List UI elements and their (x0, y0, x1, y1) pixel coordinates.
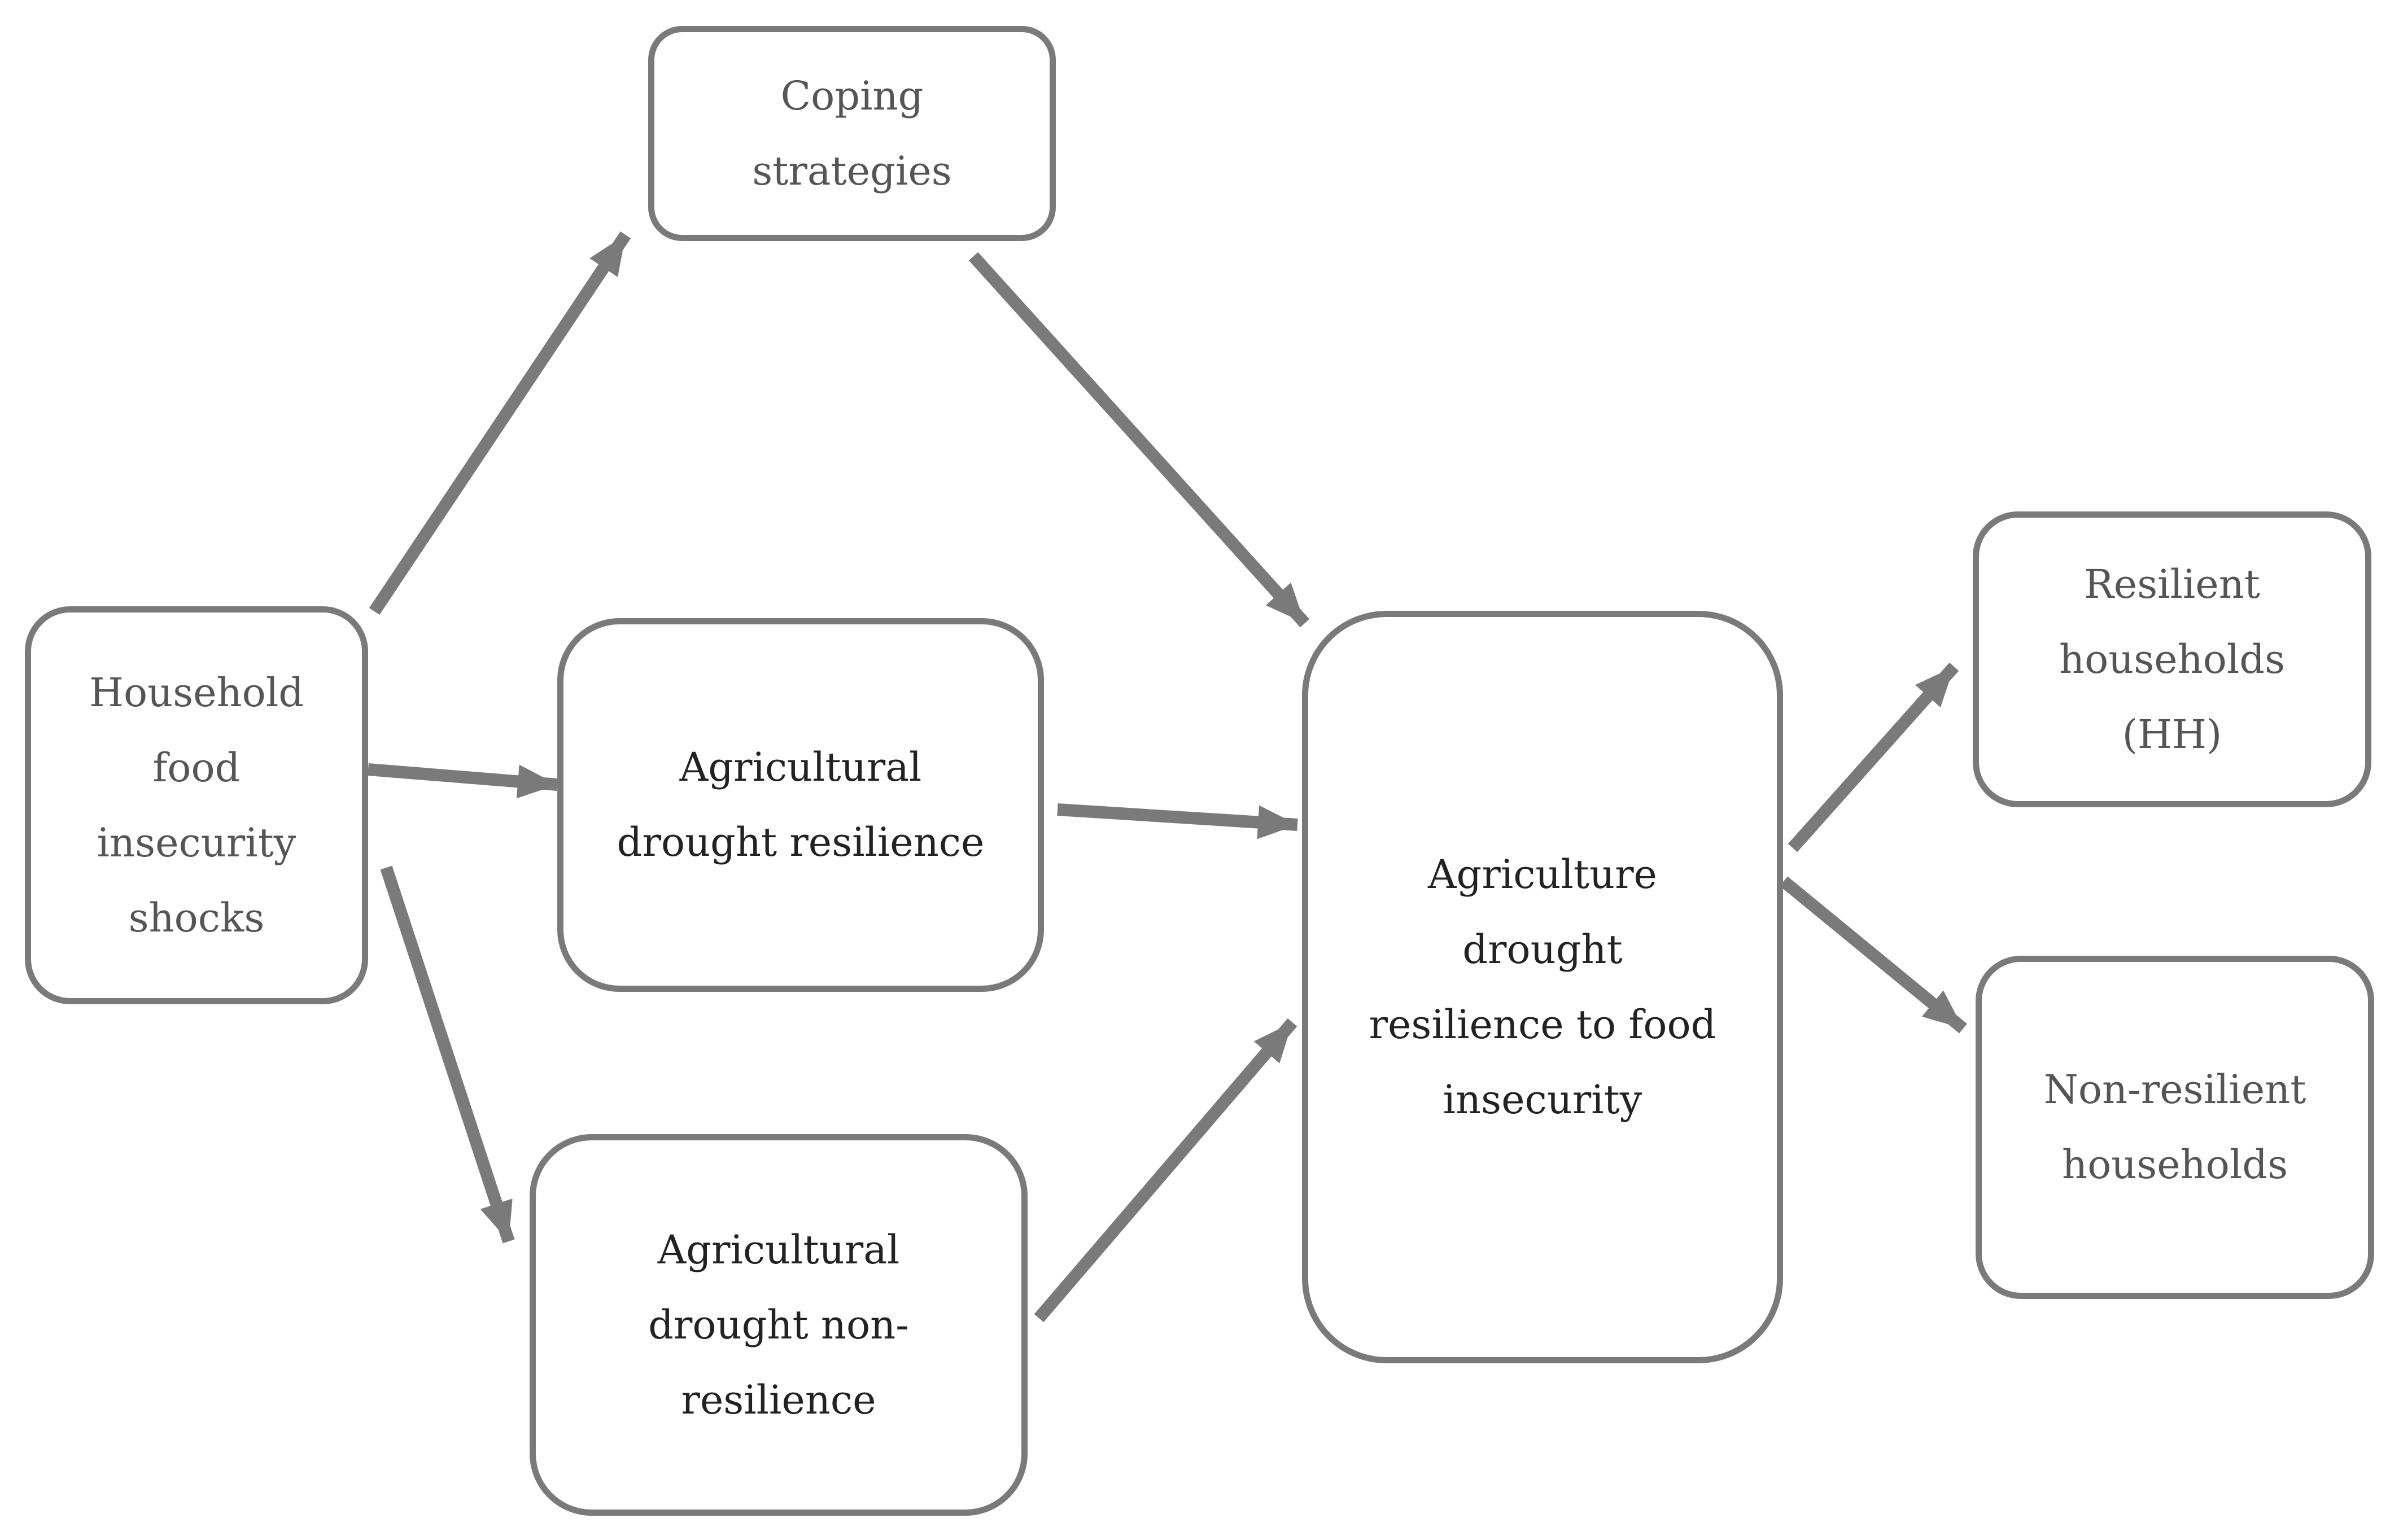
arrow-central-to-resilient-hh (1788, 662, 1959, 852)
resilient-hh-line-3: (HH) (2122, 711, 2222, 758)
non-resilience-line-1: Agricultural (657, 1226, 900, 1273)
shocks-line-1: Household (89, 669, 304, 716)
node-non-resilience-text: Agricultural drought non- resilience (648, 1213, 909, 1438)
node-resilient-households: Resilient households (HH) (1973, 511, 2371, 807)
node-agricultural-drought-non-resilience: Agricultural drought non- resilience (530, 1134, 1028, 1516)
node-agriculture-drought-resilience-to-food-insecurity: Agriculture drought resilience to food i… (1302, 611, 1783, 1363)
arrow-shocks-to-resilience (368, 763, 558, 799)
central-line-4: insecurity (1443, 1076, 1642, 1123)
node-agricultural-drought-resilience: Agricultural drought resilience (557, 618, 1044, 992)
shocks-line-4: shocks (128, 894, 265, 941)
central-line-3: resilience to food (1369, 1001, 1716, 1048)
node-non-resilient-hh-text: Non-resilient households (2044, 1052, 2306, 1202)
node-non-resilient-households: Non-resilient households (1976, 956, 2374, 1299)
arrow-coping-to-central (968, 252, 1310, 628)
arrow-central-to-non-resilient-hh (1780, 876, 1967, 1034)
shocks-line-2: food (152, 744, 241, 791)
node-household-food-insecurity-shocks: Household food insecurity shocks (25, 606, 368, 1004)
node-shocks-text: Household food insecurity shocks (89, 655, 304, 956)
node-resilient-hh-text: Resilient households (HH) (2059, 547, 2285, 772)
resilient-hh-line-1: Resilient (2084, 561, 2260, 607)
non-resilient-hh-line-1: Non-resilient (2043, 1066, 2306, 1113)
central-line-1: Agriculture (1428, 851, 1657, 898)
arrow-shocks-to-coping (369, 231, 631, 615)
node-central-text: Agriculture drought resilience to food i… (1369, 837, 1716, 1138)
coping-line-1: Coping (780, 72, 924, 119)
shocks-line-3: insecurity (97, 819, 296, 866)
resilient-hh-line-2: households (2059, 636, 2285, 683)
non-resilient-hh-line-2: households (2061, 1141, 2288, 1188)
node-coping-strategies: Coping strategies (648, 26, 1056, 241)
non-resilience-line-3: resilience (681, 1376, 876, 1423)
coping-line-2: strategies (752, 147, 952, 194)
resilience-line-1: Agricultural (679, 744, 922, 790)
non-resilience-line-2: drought non- (648, 1301, 909, 1348)
arrow-resilience-to-central (1057, 803, 1298, 839)
arrow-non-resilience-to-central (1034, 1018, 1297, 1323)
node-coping-strategies-text: Coping strategies (752, 59, 951, 209)
central-line-2: drought (1462, 926, 1623, 973)
arrow-shocks-to-non-resilience (380, 865, 515, 1244)
node-resilience-text: Agricultural drought resilience (617, 730, 985, 880)
resilience-line-2: drought resilience (617, 819, 985, 865)
